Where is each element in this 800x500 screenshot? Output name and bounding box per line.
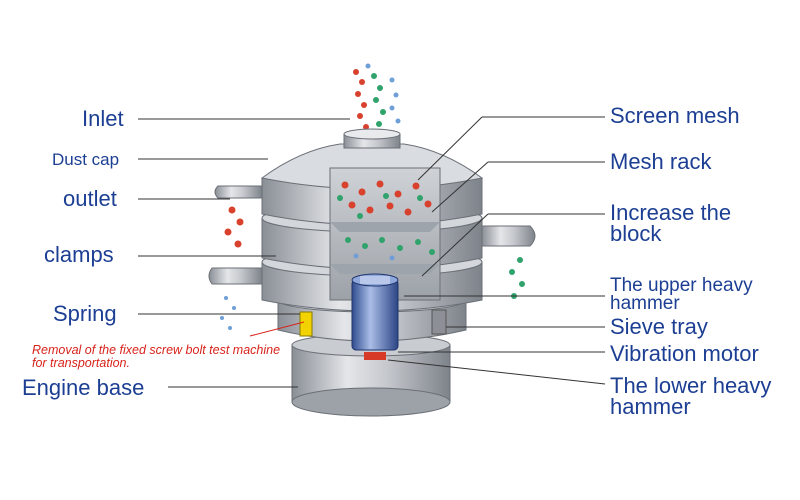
label-dust-cap: Dust cap (52, 150, 120, 169)
transport-note: Removal of the fixed screw bolt test mac… (32, 343, 281, 371)
cutaway-interior (329, 167, 441, 301)
inlet-material-stream (353, 63, 401, 143)
vibration-motor (351, 273, 399, 360)
label-sieve-tray: Sieve tray (610, 314, 708, 339)
label-spring: Spring (53, 301, 117, 326)
spring (299, 309, 447, 337)
label-upper-hammer: The upper heavy hammer (610, 275, 753, 315)
label-vibration-motor: Vibration motor (610, 341, 759, 366)
label-mesh-rack: Mesh rack (610, 149, 712, 174)
label-lower-hammer: The lower heavy hammer (610, 373, 772, 419)
label-increase-block: Increase the block (610, 200, 732, 246)
label-inlet: Inlet (82, 106, 124, 131)
label-screen-mesh: Screen mesh (610, 103, 740, 128)
label-engine-base: Engine base (22, 375, 145, 400)
label-outlet: outlet (63, 186, 117, 211)
leader-lines (138, 116, 606, 388)
label-clamps: clamps (44, 242, 114, 267)
